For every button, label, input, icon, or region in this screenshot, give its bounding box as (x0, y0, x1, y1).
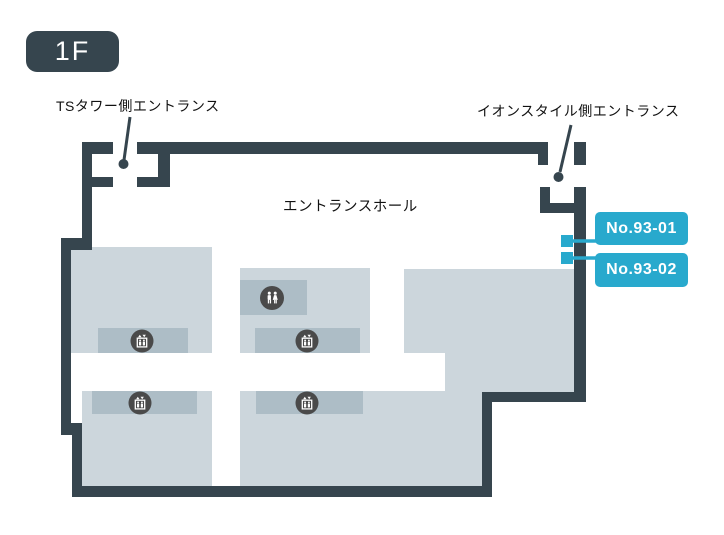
wall-left-vestibule-left (92, 177, 113, 187)
elevator-icon (295, 391, 319, 415)
wall-right (574, 187, 586, 402)
entrance-label-ts-tower: TSタワー側エントランス (56, 98, 220, 114)
site-badge-93-01[interactable]: No.93-01 (595, 212, 688, 245)
restroom-icon (260, 286, 284, 310)
wall-bottom-right-horizontal (482, 392, 586, 402)
elevator-icon (295, 329, 319, 353)
wall-left-lower (72, 423, 82, 497)
ts-entrance-leader-line (122, 116, 132, 161)
site-93-01-marker[interactable] (561, 235, 573, 247)
floor-areas (71, 247, 574, 486)
wall-left-vestibule-bar (137, 177, 170, 187)
floor-area-right (404, 269, 574, 392)
ion-entrance-leader-line (558, 124, 573, 173)
wall-left-middle (61, 238, 71, 434)
entrance-leaders (118, 116, 573, 182)
site-markers (561, 235, 597, 264)
wall-right-top-piece (574, 142, 586, 165)
entrance-label-aeon-style: イオンスタイル側エントランス (477, 103, 680, 119)
wall-left-upper (82, 142, 92, 248)
site-93-02-marker[interactable] (561, 252, 573, 264)
entrance-hall-label: エントランスホール (283, 199, 418, 215)
wall-right-vestibule-post (540, 187, 550, 213)
elevator-icon (128, 391, 152, 415)
wall-top-end-tab (538, 142, 548, 165)
wall-bottom (72, 486, 492, 497)
site-badge-93-02[interactable]: No.93-02 (595, 253, 688, 287)
wall-bottom-right-vertical (482, 392, 492, 497)
ion-entrance-leader-dot (553, 172, 564, 182)
floor-level-label: 1F (54, 36, 91, 66)
elevator-icon (130, 329, 154, 353)
ts-entrance-leader-dot (118, 159, 129, 169)
wall-right-vestibule-bar (540, 203, 574, 213)
wall-top-main (137, 142, 548, 154)
floor-level-badge: 1F (26, 31, 119, 72)
